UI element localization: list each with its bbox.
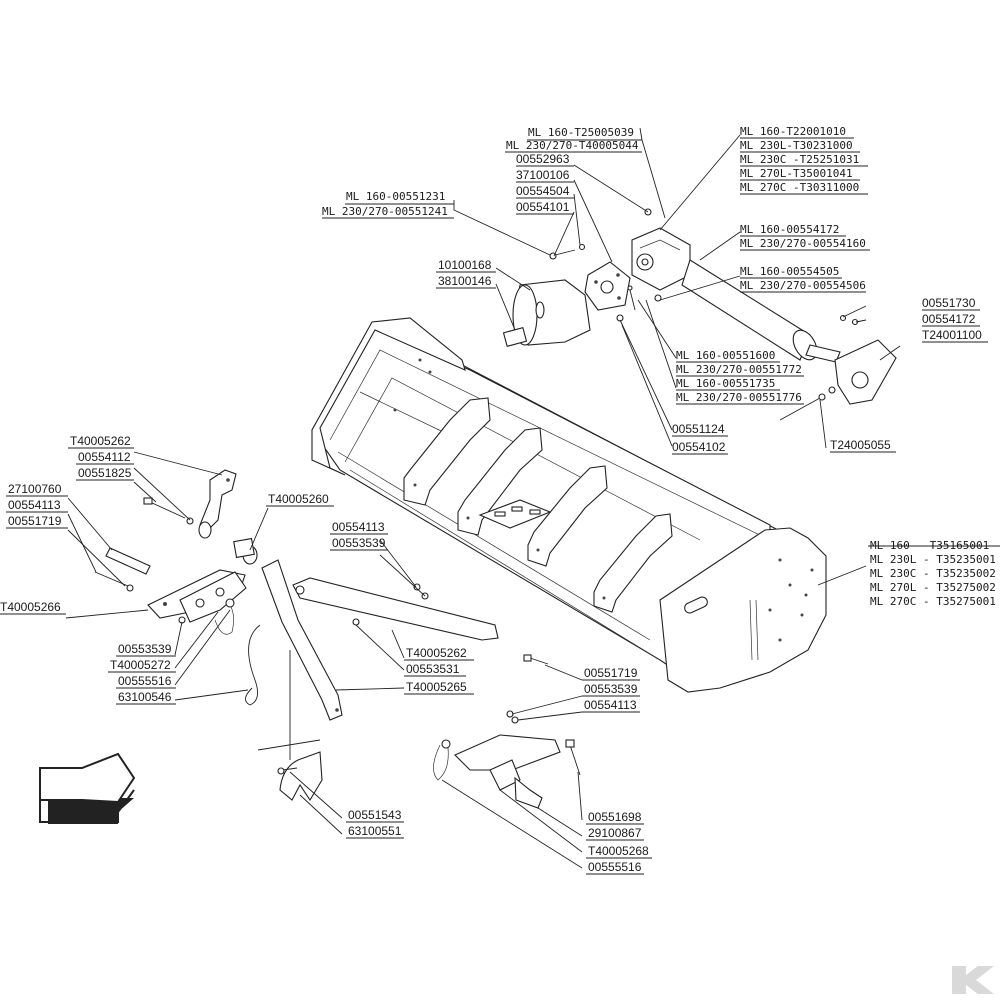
- label-00554504: 00554504: [516, 184, 570, 198]
- label-00553539-left: 00553539: [118, 642, 172, 656]
- label-00554113-left: 00554113: [8, 498, 61, 512]
- label-00551719-left: 00551719: [8, 514, 62, 528]
- label-00554113-right: 00554113: [584, 698, 637, 712]
- label-00551825: 00551825: [78, 466, 132, 480]
- leader-lines: [0, 127, 1000, 875]
- label-ml160-t35165001: ML 160 - T35165001: [870, 539, 989, 552]
- label-00555516-left: 00555516: [118, 674, 172, 688]
- label-00552963: 00552963: [516, 152, 570, 166]
- label-t40005262-top: T40005262: [70, 434, 131, 448]
- label-00554172: 00554172: [922, 312, 976, 326]
- label-00551719-right: 00551719: [584, 666, 638, 680]
- label-ml160-00551231: ML 160-00551231: [346, 190, 445, 203]
- label-ml230-00551772: ML 230/270-00551772: [676, 363, 802, 376]
- label-ml230l-t35235001: ML 230L - T35235001: [870, 553, 996, 566]
- label-63100551: 63100551: [348, 824, 402, 838]
- label-ml160-00554505: ML 160-00554505: [740, 265, 839, 278]
- label-00554101: 00554101: [516, 200, 570, 214]
- label-00554113-mid: 00554113: [332, 520, 385, 534]
- label-00551543: 00551543: [348, 808, 402, 822]
- label-ml230-00554506: ML 230/270-00554506: [740, 279, 866, 292]
- label-t40005262-bottom: T40005262: [406, 646, 467, 660]
- label-00554112: 00554112: [78, 450, 131, 464]
- label-t24001100: T24001100: [922, 328, 982, 342]
- part-labels: ML 160-T25005039 ML 230/270-T40005044 00…: [0, 125, 996, 874]
- label-t24005055: T24005055: [830, 438, 891, 452]
- label-00554102: 00554102: [672, 440, 726, 454]
- label-t40005265: T40005265: [406, 680, 467, 694]
- label-t40005272: T40005272: [110, 658, 171, 672]
- label-ml160-00551735: ML 160-00551735: [676, 377, 775, 390]
- label-00551730: 00551730: [922, 296, 976, 310]
- gearbox-assembly: [502, 208, 897, 421]
- label-00553539-mid: 00553539: [332, 536, 386, 550]
- label-00551698: 00551698: [588, 810, 642, 824]
- label-ml160-t25005039: ML 160-T25005039: [528, 126, 634, 139]
- label-ml160-00551600: ML 160-00551600: [676, 349, 775, 362]
- label-ml160-00554172: ML 160-00554172: [740, 223, 839, 236]
- label-00553539-right: 00553539: [584, 682, 638, 696]
- label-ml160-t22001010: ML 160-T22001010: [740, 125, 846, 138]
- k-logo-icon: [952, 966, 994, 994]
- label-00551124: 00551124: [672, 422, 725, 436]
- label-ml270c-t30311000: ML 270C -T30311000: [740, 181, 859, 194]
- label-ml270l-t35275002: ML 270L - T35275002: [870, 581, 996, 594]
- label-00555516-right: 00555516: [588, 860, 642, 874]
- label-ml230c-t25251031: ML 230C -T25251031: [740, 153, 859, 166]
- label-ml230c-t35235002: ML 230C - T35235002: [870, 567, 996, 580]
- label-38100146: 38100146: [438, 274, 492, 288]
- label-ml230l-t30231000: ML 230L-T30231000: [740, 139, 853, 152]
- label-ml230-00551241: ML 230/270-00551241: [322, 205, 448, 218]
- main-hopper: [311, 317, 827, 693]
- label-ml230-t40005044: ML 230/270-T40005044: [506, 139, 639, 152]
- label-27100760: 27100760: [8, 482, 62, 496]
- label-t40005260: T40005260: [268, 492, 329, 506]
- label-ml270l-t35001041: ML 270L-T35001041: [740, 167, 853, 180]
- left-arrow-icon: [39, 752, 136, 824]
- stand-bracket: [433, 710, 581, 809]
- hitch-assembly: [94, 469, 549, 802]
- label-t40005266: T40005266: [0, 600, 61, 614]
- label-00553531: 00553531: [406, 662, 460, 676]
- label-37100106: 37100106: [516, 168, 570, 182]
- label-29100867: 29100867: [588, 826, 642, 840]
- label-ml230-00551776: ML 230/270-00551776: [676, 391, 802, 404]
- label-ml270c-t35275001: ML 270C - T35275001: [870, 595, 996, 608]
- label-63100546: 63100546: [118, 690, 172, 704]
- label-t40005268: T40005268: [588, 844, 649, 858]
- label-10100168: 10100168: [438, 258, 492, 272]
- label-ml230-00554160: ML 230/270-00554160: [740, 237, 866, 250]
